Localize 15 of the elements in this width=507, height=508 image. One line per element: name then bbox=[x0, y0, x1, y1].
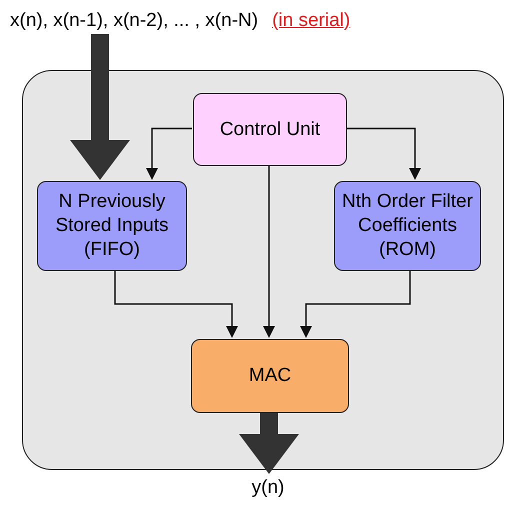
arrow bbox=[263, 165, 275, 338]
process-box: MAC bbox=[191, 339, 349, 413]
arrow bbox=[114, 270, 238, 338]
output-label: y(n) bbox=[252, 476, 284, 500]
arrow bbox=[146, 128, 192, 180]
system-container bbox=[22, 70, 504, 470]
signal-label: x(n), x(n-1), x(n-2), ... , x(n-N) bbox=[10, 9, 258, 33]
thick-arrow bbox=[70, 34, 130, 180]
note-link: (in serial) bbox=[272, 9, 350, 33]
process-box: Nth Order Filter Coefficients (ROM) bbox=[334, 181, 481, 271]
arrow bbox=[300, 270, 411, 338]
process-box: N Previously Stored Inputs (FIFO) bbox=[37, 181, 187, 271]
thick-arrow bbox=[239, 412, 299, 474]
arrow bbox=[346, 128, 421, 180]
process-box: Control Unit bbox=[193, 93, 347, 166]
